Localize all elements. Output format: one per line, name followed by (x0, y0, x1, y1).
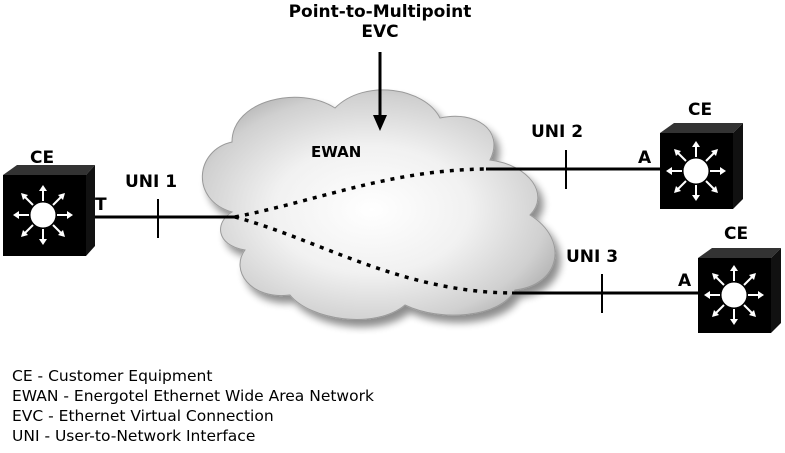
ce-left-label: CE (30, 148, 55, 168)
legend-item-evc: EVC - Ethernet Virtual Connection (12, 407, 274, 425)
ewan-cloud (201, 89, 556, 320)
a-end-marker-top: A (638, 148, 652, 168)
legend: CE - Customer Equipment EWAN - Energotel… (12, 366, 374, 446)
t-end-marker: T (95, 195, 107, 215)
diagram-title: Point-to-Multipoint (288, 2, 472, 22)
legend-item-uni: UNI - User-to-Network Interface (12, 427, 256, 445)
ce-right-bottom-label: CE (724, 224, 749, 244)
ce-right-top-label: CE (688, 100, 713, 120)
legend-item-ewan: EWAN - Energotel Ethernet Wide Area Netw… (12, 387, 374, 405)
uni2-label: UNI 2 (531, 122, 584, 142)
ce-left-switch (3, 165, 95, 256)
legend-item-ce: CE - Customer Equipment (12, 367, 213, 385)
ewan-cloud-label: EWAN (311, 143, 362, 161)
uni1-label: UNI 1 (125, 172, 178, 192)
diagram-subtitle: EVC (361, 22, 399, 42)
a-end-marker-bottom: A (678, 271, 692, 291)
evc-path-to-uni2 (234, 167, 487, 219)
ce-right-bottom-switch (698, 248, 781, 333)
evc-pointer-arrow (373, 52, 387, 131)
ce-right-top-switch (660, 123, 743, 209)
uni3-label: UNI 3 (566, 247, 619, 267)
